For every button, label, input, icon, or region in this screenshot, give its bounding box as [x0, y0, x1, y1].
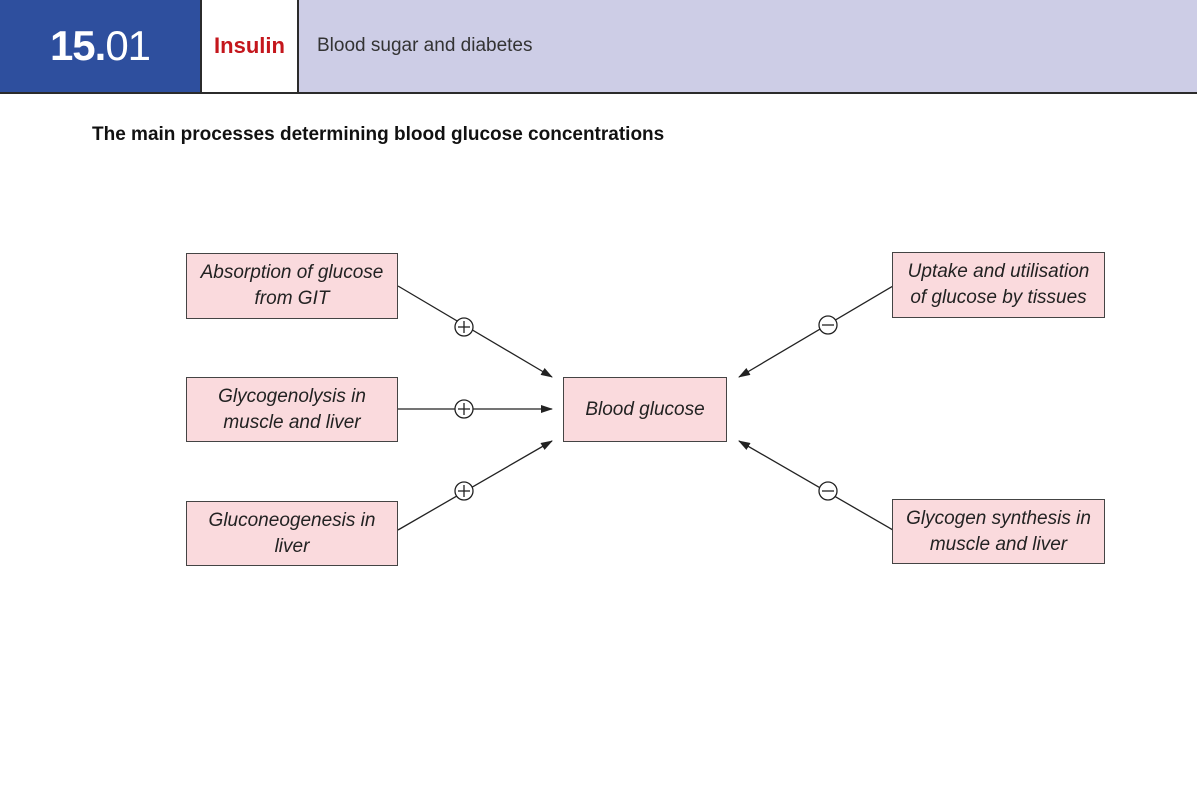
section-number: 15.01 [0, 0, 200, 92]
minus-sign-uptake [818, 315, 838, 335]
plus-sign-absorption [454, 317, 474, 337]
section-number-minor: 01 [105, 22, 151, 69]
arrow-glycogen-synthesis [738, 440, 894, 531]
plus-sign-glycogenolysis [454, 399, 474, 419]
minus-sign-glycogen-synthesis [818, 481, 838, 501]
box-glycogen-synthesis: Glycogen synthesis in muscle and liver [892, 499, 1105, 564]
section-number-major: 15. [49, 22, 106, 69]
page-header: 15.01 Insulin Blood sugar and diabetes [0, 0, 1197, 94]
box-gluconeogenesis: Gluconeogenesis in liver [186, 501, 398, 566]
arrow-uptake [738, 285, 894, 378]
box-blood-glucose: Blood glucose [563, 377, 727, 442]
box-uptake: Uptake and utilisation of glucose by tis… [892, 252, 1105, 318]
section-topic: Insulin [200, 0, 299, 92]
plus-sign-gluconeogenesis [454, 481, 474, 501]
box-glycogenolysis: Glycogenolysis in muscle and liver [186, 377, 398, 442]
arrow-gluconeogenesis [397, 440, 553, 531]
section-subtitle: Blood sugar and diabetes [299, 0, 1197, 92]
arrow-absorption [397, 285, 553, 378]
figure-title: The main processes determining blood glu… [92, 124, 665, 145]
box-absorption: Absorption of glucose from GIT [186, 253, 398, 319]
